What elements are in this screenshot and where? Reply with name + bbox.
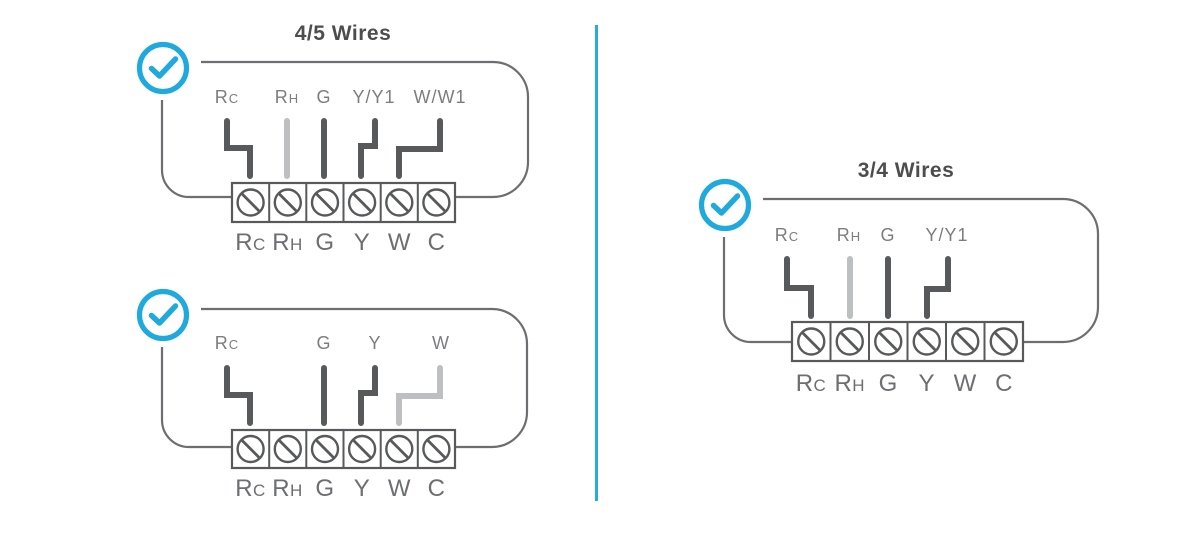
wire-loop-left — [160, 100, 231, 199]
terminal-label-c: C — [428, 475, 446, 502]
wire-label-w: W — [432, 333, 450, 353]
wire-label-rc: Rc — [215, 87, 239, 107]
diagram-title: 3/4 Wires — [858, 159, 955, 182]
terminal-screw-icons — [236, 434, 451, 464]
terminal-label-rh: Rh — [834, 370, 865, 397]
terminal-label-rc: Rc — [796, 370, 827, 397]
wire-label-rh: Rh — [275, 87, 299, 107]
check-circle-icon — [698, 178, 752, 232]
wire-loop-right — [201, 60, 530, 199]
terminal-label-rc: Rc — [235, 475, 266, 502]
wire-loop-left — [722, 237, 791, 344]
wire-label-rc: Rc — [775, 225, 799, 245]
wire-label-w-w1: W/W1 — [414, 87, 467, 107]
terminal-label-g: G — [315, 229, 334, 256]
wire-w-w1 — [396, 118, 443, 179]
wire-label-g: G — [316, 333, 331, 353]
wire-rc — [224, 118, 253, 179]
terminal-screw-icons — [797, 327, 1018, 356]
terminal-label-c: C — [995, 370, 1013, 397]
wire-rc — [784, 256, 814, 319]
terminal-label-y: Y — [354, 229, 371, 256]
terminal-block — [790, 320, 1025, 363]
wire-w-optional — [396, 365, 443, 426]
wire-loop-right — [763, 197, 1100, 344]
terminal-label-w: W — [954, 370, 977, 397]
terminal-label-c: C — [428, 229, 446, 256]
wire-label-y-y1: Y/Y1 — [925, 225, 968, 245]
terminal-label-rc: Rc — [235, 229, 266, 256]
diagram-title: 4/5 Wires — [295, 22, 392, 45]
terminal-label-w: W — [388, 475, 411, 502]
terminal-screw-icons — [236, 188, 451, 217]
wire-label-y: Y — [368, 333, 381, 353]
terminal-label-g: G — [879, 370, 898, 397]
wire-label-rc: Rc — [215, 333, 239, 353]
wire-loop-left — [160, 347, 231, 449]
diagram-3-4-wires: 3/4 Wires Rc Rh G Y/Y1 — [698, 159, 1100, 397]
terminal-label-y: Y — [918, 370, 935, 397]
wire-label-g: G — [880, 225, 895, 245]
terminal-label-rh: Rh — [272, 475, 303, 502]
terminal-label-y: Y — [354, 475, 371, 502]
wire-y-y1 — [924, 256, 951, 319]
diagram-4-wires-variant: Rc G Y W Rc Rh G — [136, 288, 529, 502]
wire-label-g: G — [316, 87, 331, 107]
terminal-label-w: W — [388, 229, 411, 256]
wire-y — [358, 365, 378, 426]
terminal-label-rh: Rh — [272, 229, 303, 256]
diagram-4-5-wires: 4/5 Wires Rc Rh G Y/Y1 W/W1 — [136, 22, 530, 256]
terminal-block — [230, 181, 457, 224]
wire-rc — [224, 365, 253, 426]
check-circle-icon — [136, 288, 190, 342]
terminal-label-g: G — [315, 475, 334, 502]
wire-label-rh: Rh — [837, 225, 861, 245]
wire-label-y-y1: Y/Y1 — [352, 87, 395, 107]
wire-loop-right — [201, 307, 529, 449]
check-circle-icon — [136, 41, 190, 95]
terminal-block — [230, 428, 457, 470]
wire-y-y1 — [358, 118, 378, 179]
